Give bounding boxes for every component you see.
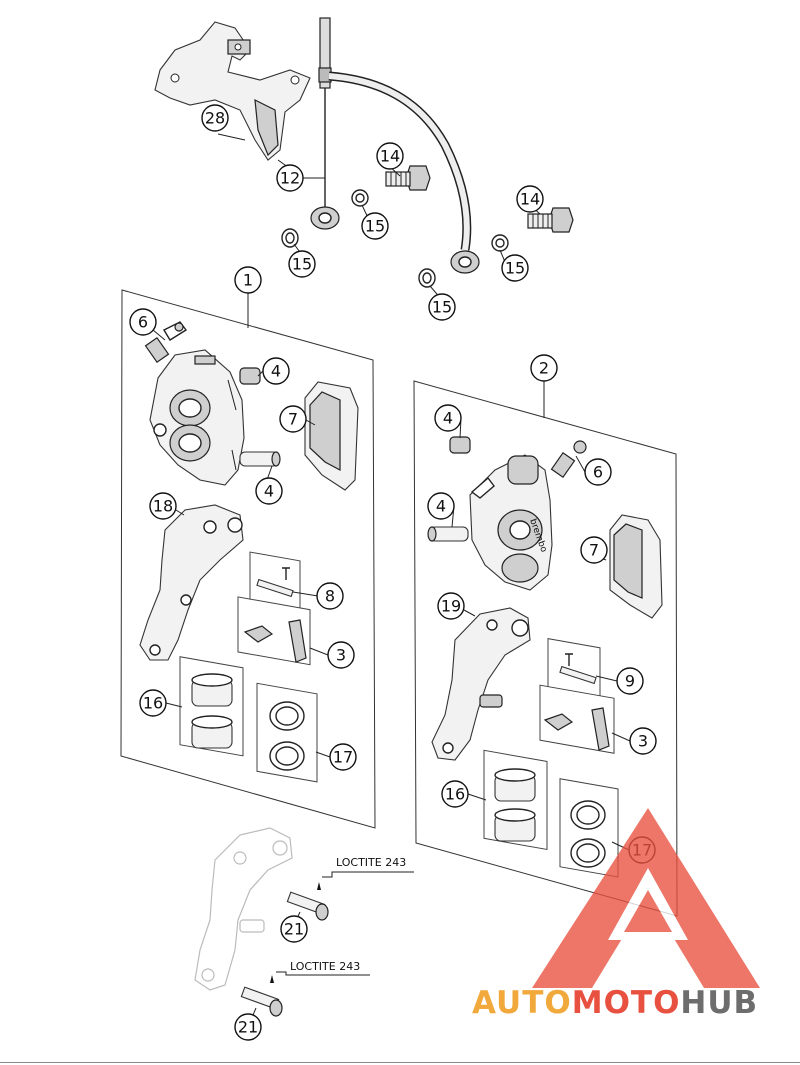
callout-15-b: 15 bbox=[288, 250, 316, 278]
svg-text:14: 14 bbox=[380, 147, 400, 166]
callout-3-left: 3 bbox=[327, 641, 355, 669]
callout-2: 2 bbox=[530, 354, 558, 382]
banjo-fitting-right bbox=[450, 250, 480, 274]
svg-text:16: 16 bbox=[143, 694, 163, 713]
svg-text:15: 15 bbox=[432, 298, 452, 317]
callout-7-left: 7 bbox=[279, 405, 307, 433]
svg-text:4: 4 bbox=[436, 497, 446, 516]
piston-set-right bbox=[494, 768, 536, 842]
callout-16-left: 16 bbox=[139, 689, 167, 717]
caliper-carrier-right bbox=[431, 607, 531, 761]
banjo-fitting-left bbox=[310, 206, 340, 230]
svg-text:14: 14 bbox=[520, 190, 540, 209]
callout-17-left: 17 bbox=[329, 743, 357, 771]
callout-21-lower: 21 bbox=[234, 1013, 262, 1041]
svg-text:1: 1 bbox=[243, 271, 253, 290]
seal-washer-set bbox=[281, 189, 509, 288]
callout-28: 28 bbox=[201, 104, 229, 132]
callout-7-right: 7 bbox=[580, 536, 608, 564]
pin-kit-right bbox=[559, 653, 597, 685]
bottom-rule bbox=[0, 1062, 800, 1063]
callout-4-c: 4 bbox=[434, 404, 462, 432]
svg-text:15: 15 bbox=[292, 255, 312, 274]
svg-text:6: 6 bbox=[593, 463, 603, 482]
svg-text:18: 18 bbox=[153, 497, 173, 516]
mounting-bolt-upper bbox=[286, 882, 329, 921]
kit-panel-1 bbox=[120, 289, 376, 829]
brake-line-bracket bbox=[154, 21, 311, 161]
callout-15-a: 15 bbox=[361, 212, 389, 240]
svg-text:4: 4 bbox=[264, 482, 274, 501]
spring-kit-left bbox=[243, 619, 307, 663]
brake-pad-right bbox=[609, 514, 663, 619]
piston-set-left bbox=[191, 673, 233, 749]
callout-14-right: 14 bbox=[516, 185, 544, 213]
brake-line bbox=[318, 17, 472, 251]
pad-pin-sleeve-right bbox=[427, 436, 471, 542]
svg-text:3: 3 bbox=[638, 732, 648, 751]
callout-8: 8 bbox=[316, 582, 344, 610]
svg-text:15: 15 bbox=[505, 259, 525, 278]
spring-kit-box-left bbox=[237, 596, 311, 666]
svg-text:3: 3 bbox=[336, 646, 346, 665]
caliper-housing-right: brembo bbox=[469, 454, 553, 591]
svg-text:19: 19 bbox=[441, 597, 461, 616]
watermark-text-moto: MOTO bbox=[572, 985, 681, 1021]
loctite-note-lower: LOCTITE 243 bbox=[290, 960, 360, 973]
svg-text:8: 8 bbox=[325, 587, 335, 606]
seal-set-left bbox=[269, 701, 305, 771]
caliper-housing-left bbox=[149, 349, 245, 486]
callout-19: 19 bbox=[437, 592, 465, 620]
banjo-bolt-right bbox=[527, 207, 574, 233]
svg-text:16: 16 bbox=[445, 785, 465, 804]
svg-text:6: 6 bbox=[138, 313, 148, 332]
callout-3-right: 3 bbox=[629, 727, 657, 755]
mounting-bolt-lower bbox=[240, 975, 283, 1017]
watermark-logo bbox=[532, 808, 760, 988]
svg-text:28: 28 bbox=[205, 109, 225, 128]
svg-text:4: 4 bbox=[443, 409, 453, 428]
svg-text:21: 21 bbox=[284, 920, 304, 939]
spring-kit-right bbox=[543, 707, 610, 751]
callout-14-left: 14 bbox=[376, 142, 404, 170]
bleed-valve-right bbox=[550, 440, 587, 479]
svg-text:7: 7 bbox=[589, 541, 599, 560]
svg-text:4: 4 bbox=[271, 362, 281, 381]
callout-16-right: 16 bbox=[441, 780, 469, 808]
svg-text:21: 21 bbox=[238, 1018, 258, 1037]
pad-pin-sleeve-left bbox=[239, 367, 281, 467]
seal-set-right bbox=[570, 800, 606, 868]
callout-4-a: 4 bbox=[262, 357, 290, 385]
svg-text:12: 12 bbox=[280, 169, 300, 188]
callout-6-left: 6 bbox=[129, 308, 157, 336]
svg-text:9: 9 bbox=[625, 672, 635, 691]
callout-4-b: 4 bbox=[255, 477, 283, 505]
banjo-bolt-left bbox=[385, 165, 431, 191]
spring-kit-box-right bbox=[539, 684, 615, 754]
svg-text:2: 2 bbox=[539, 359, 549, 378]
svg-text:15: 15 bbox=[365, 217, 385, 236]
watermark-text: AUTOMOTOHUB bbox=[472, 985, 758, 1021]
callout-1: 1 bbox=[234, 266, 262, 294]
svg-text:7: 7 bbox=[288, 410, 298, 429]
callout-15-c: 15 bbox=[501, 254, 529, 282]
brake-pad-left bbox=[304, 381, 359, 491]
caliper-carrier-left bbox=[139, 504, 244, 661]
watermark-text-hub: HUB bbox=[680, 985, 758, 1021]
callout-18: 18 bbox=[149, 492, 177, 520]
ghost-mount-bracket bbox=[194, 827, 293, 991]
callout-15-d: 15 bbox=[428, 293, 456, 321]
pin-kit-left bbox=[256, 567, 294, 598]
callout-9: 9 bbox=[616, 667, 644, 695]
callout-21-upper: 21 bbox=[280, 915, 308, 943]
bleed-valve-left bbox=[144, 321, 188, 364]
svg-text:17: 17 bbox=[333, 748, 353, 767]
callout-12: 12 bbox=[276, 164, 304, 192]
callout-4-d: 4 bbox=[427, 492, 455, 520]
loctite-note-upper: LOCTITE 243 bbox=[336, 856, 406, 869]
callout-6-right: 6 bbox=[584, 458, 612, 486]
watermark-text-auto: AUTO bbox=[472, 985, 572, 1021]
